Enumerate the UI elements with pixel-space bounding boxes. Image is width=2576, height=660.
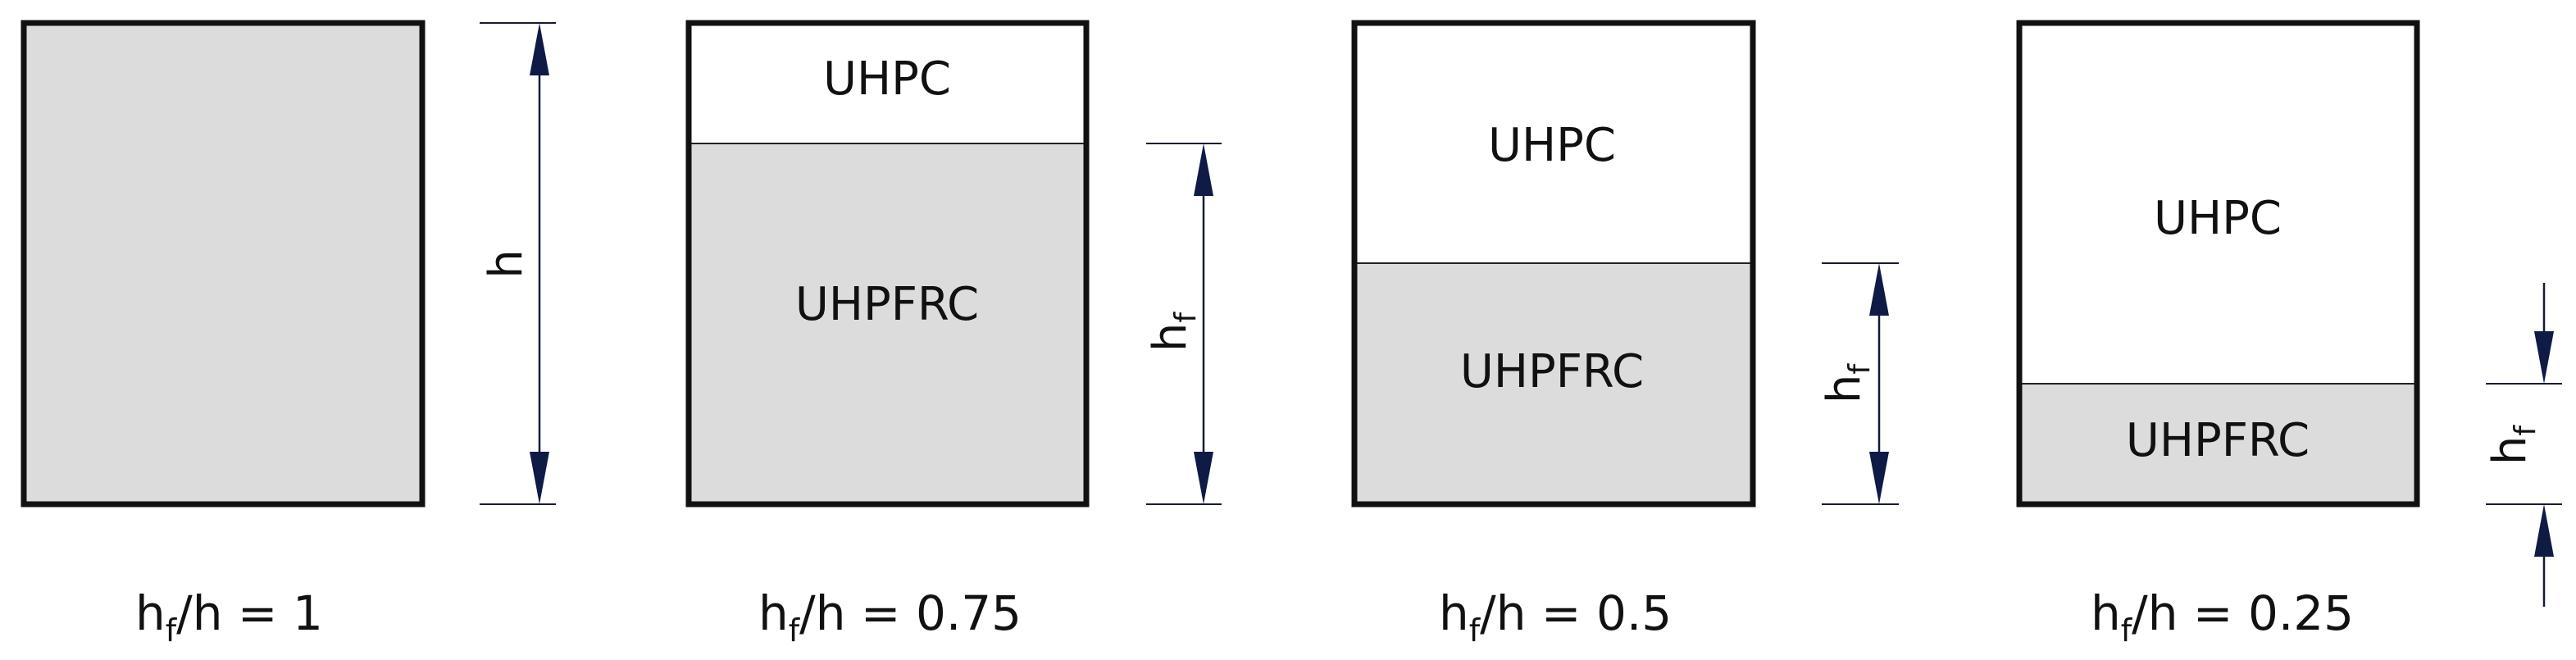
uhpfrc-layer: [689, 143, 1086, 504]
ratio-subscript: f: [2121, 612, 2133, 649]
beam-outline: [20, 20, 426, 508]
arrow-up-icon: [530, 23, 549, 75]
ratio-h: h: [135, 585, 166, 641]
uhpfrc-layer: [1354, 263, 1753, 504]
ratio-label: hf/h = 0.75: [758, 585, 1022, 649]
ratio-h: h: [2091, 585, 2121, 641]
beam-outline: [2016, 20, 2420, 508]
uhpfrc-label: UHPFRC: [795, 278, 979, 331]
case-1: h hf/h = 1: [20, 20, 556, 649]
ratio-subscript: f: [789, 612, 801, 649]
ratio-subscript: f: [1469, 612, 1481, 649]
dimension-label-hf: hf: [2483, 425, 2542, 466]
ratio-denominator: /h: [799, 585, 861, 641]
ratio-value: = 0.75: [861, 585, 1022, 641]
uhpfrc-layer: [24, 23, 422, 504]
ratio-h: h: [758, 585, 789, 641]
uhpc-label: UHPC: [1488, 119, 1616, 172]
beam-outline: [685, 20, 1090, 508]
arrow-down-icon: [1194, 452, 1213, 504]
ratio-value: = 0.25: [2193, 585, 2354, 641]
arrow-up-icon: [2534, 504, 2554, 557]
uhpfrc-layer: [2019, 384, 2417, 504]
case-2: UHPC UHPFRC hf hf/h = 0.75: [685, 20, 1222, 649]
arrow-down-icon: [530, 452, 549, 504]
dimension-label-hf: hf: [1144, 312, 1203, 353]
uhpc-label: UHPC: [823, 52, 951, 106]
uhpc-label: UHPC: [2154, 192, 2282, 245]
case-4: UHPC UHPFRC hf hf/h = 0.25: [2016, 20, 2562, 649]
arrow-down-icon: [2534, 331, 2554, 384]
ratio-value: = 0.5: [1541, 585, 1672, 641]
ratio-subscript: f: [166, 612, 178, 649]
uhpfrc-label: UHPFRC: [1460, 345, 1644, 398]
ratio-denominator: /h: [2132, 585, 2193, 641]
ratio-denominator: /h: [176, 585, 238, 641]
arrow-up-icon: [1869, 263, 1889, 316]
ratio-denominator: /h: [1480, 585, 1541, 641]
arrow-up-icon: [1194, 143, 1213, 196]
ratio-value: = 1: [238, 585, 323, 641]
ratio-label: hf/h = 1: [135, 585, 323, 649]
arrow-down-icon: [1869, 452, 1889, 504]
beam-outline: [1351, 20, 1756, 508]
ratio-label: hf/h = 0.5: [1439, 585, 1672, 649]
ratio-h: h: [1439, 585, 1469, 641]
dimension-label-h: h: [480, 249, 533, 279]
dimension-label-hf: hf: [1818, 363, 1877, 404]
case-3: UHPC UHPFRC hf hf/h = 0.5: [1351, 20, 1899, 649]
uhpfrc-label: UHPFRC: [2126, 414, 2310, 467]
ratio-label: hf/h = 0.25: [2091, 585, 2354, 649]
